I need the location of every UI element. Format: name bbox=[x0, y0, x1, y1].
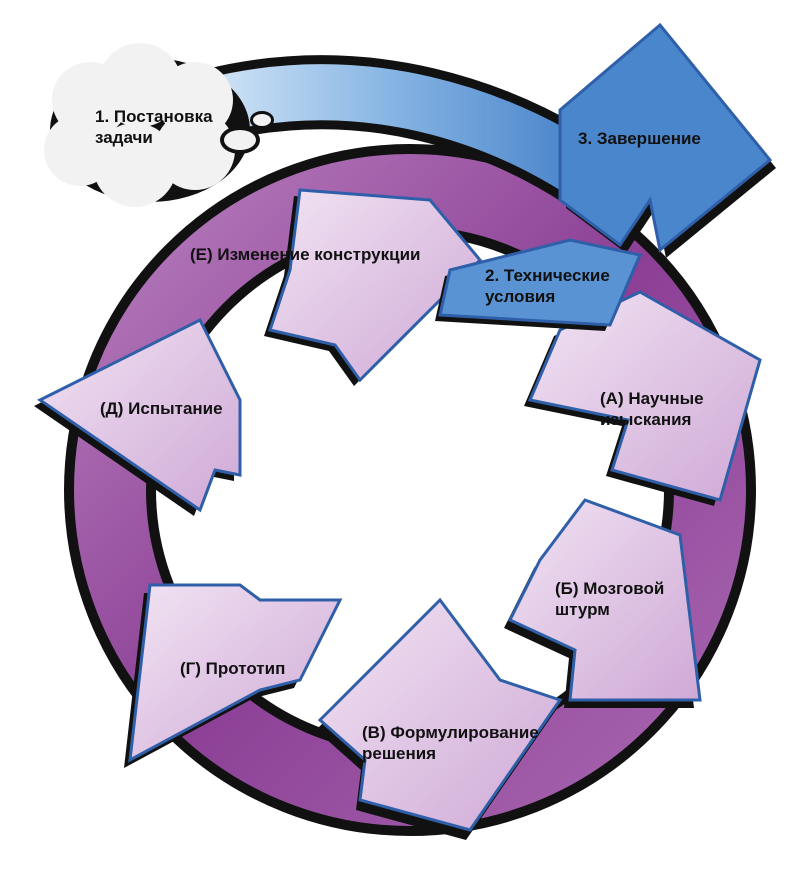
specs-label: 2. Технические условия bbox=[485, 265, 610, 307]
specs-label-line1: 2. Технические bbox=[485, 265, 610, 286]
brainstorm-label-line1: (Б) Мозговой bbox=[555, 578, 664, 599]
brainstorm-label-line2: штурм bbox=[555, 599, 664, 620]
start-label-line2: задачи bbox=[95, 127, 213, 148]
research-label-line2: изыскания bbox=[600, 409, 704, 430]
research-label-line1: (А) Научные bbox=[600, 388, 704, 409]
brainstorm-label: (Б) Мозговой штурм bbox=[555, 578, 664, 620]
redesign-label: (Е) Изменение конструкции bbox=[190, 244, 420, 265]
testing-label: (Д) Испытание bbox=[100, 398, 223, 419]
specs-label-line2: условия bbox=[485, 286, 610, 307]
research-label: (А) Научные изыскания bbox=[600, 388, 704, 430]
start-label: 1. Постановка задачи bbox=[95, 106, 213, 148]
redesign-label-text: (Е) Изменение конструкции bbox=[190, 244, 420, 265]
testing-label-text: (Д) Испытание bbox=[100, 398, 223, 419]
finish-label-text: 3. Завершение bbox=[578, 128, 701, 149]
solution-label-line1: (В) Формулирование bbox=[362, 722, 539, 743]
prototype-label-text: (Г) Прототип bbox=[180, 658, 285, 679]
prototype-label: (Г) Прототип bbox=[180, 658, 285, 679]
start-label-line1: 1. Постановка bbox=[95, 106, 213, 127]
finish-label: 3. Завершение bbox=[578, 128, 701, 149]
solution-label-line2: решения bbox=[362, 743, 539, 764]
solution-label: (В) Формулирование решения bbox=[362, 722, 539, 764]
